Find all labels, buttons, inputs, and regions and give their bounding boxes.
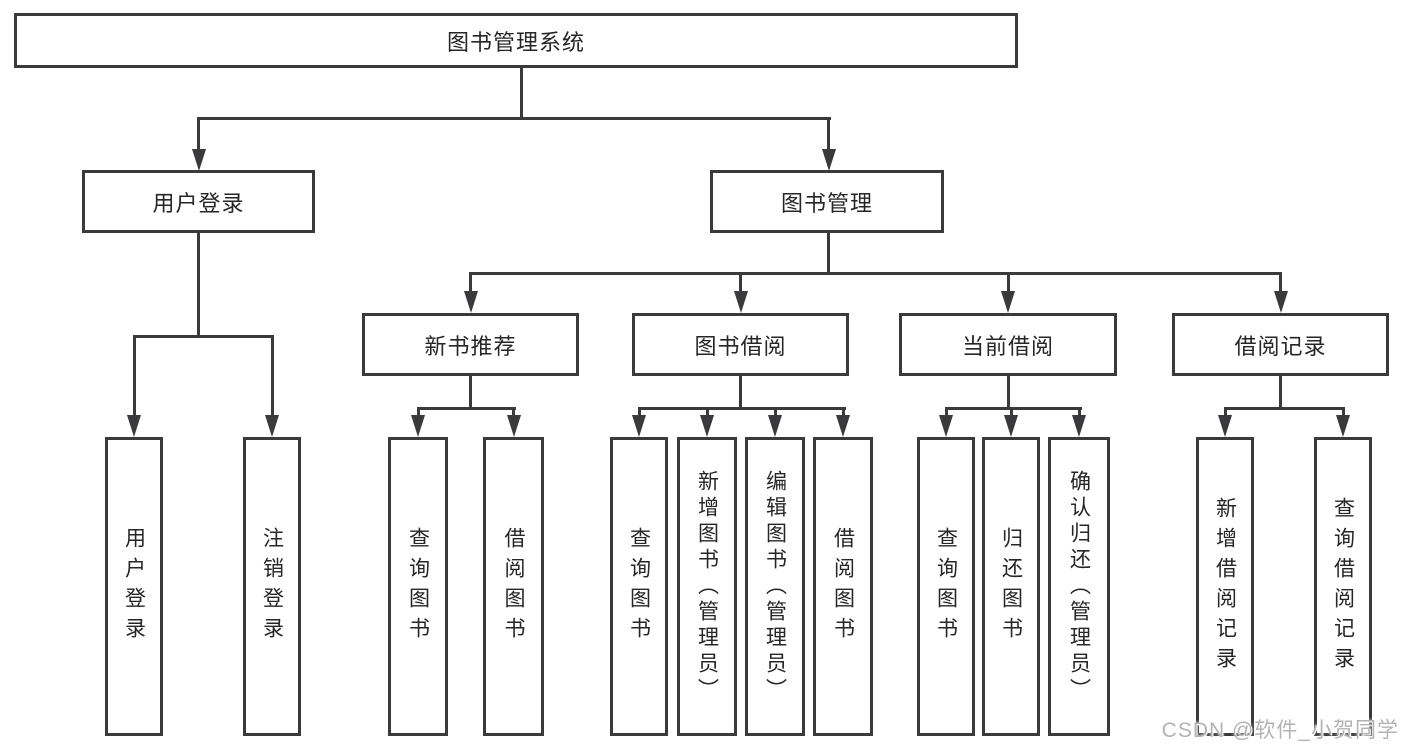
node-root: 图书管理系统 xyxy=(14,13,1018,68)
node-bb-query: 查询图书 xyxy=(610,437,668,736)
node-label: 新增图书（管理员） xyxy=(695,469,719,704)
connector-line xyxy=(1077,407,1081,417)
node-label: 借阅记录 xyxy=(1234,333,1327,359)
connector-line xyxy=(827,117,830,151)
connector-line xyxy=(773,407,777,417)
node-label: 查询图书 xyxy=(627,526,651,647)
node-label: 查询图书 xyxy=(934,526,958,647)
node-user-login-leaf: 用户登录 xyxy=(105,437,163,736)
arrow-down-icon xyxy=(768,415,782,437)
connector-line xyxy=(197,117,200,151)
node-label: 新书推荐 xyxy=(424,333,517,359)
arrow-down-icon xyxy=(127,415,141,437)
connector-line xyxy=(739,376,742,409)
node-label: 借阅图书 xyxy=(502,526,525,647)
connector-line xyxy=(1006,376,1010,409)
node-label: 确认归还（管理员） xyxy=(1067,469,1091,704)
connector-line xyxy=(1279,272,1282,295)
connector-line xyxy=(1009,407,1013,417)
node-label: 图书借阅 xyxy=(694,333,787,359)
node-label: 查询图书 xyxy=(406,526,430,647)
connector-line xyxy=(512,407,515,417)
arrow-down-icon xyxy=(265,415,279,437)
arrow-down-icon xyxy=(700,415,714,437)
node-label: 用户登录 xyxy=(152,190,245,216)
arrow-down-icon xyxy=(939,415,953,437)
node-new-book-rec: 新书推荐 xyxy=(362,313,579,376)
arrow-down-icon xyxy=(836,415,850,437)
node-cb-confirm: 确认归还（管理员） xyxy=(1048,437,1110,736)
connector-line xyxy=(132,335,136,417)
node-label: 图书管理 xyxy=(780,190,873,216)
node-label: 查询借阅记录 xyxy=(1331,496,1355,677)
node-label: 注销登录 xyxy=(260,526,284,647)
connector-line xyxy=(197,233,200,337)
node-bb-add: 新增图书（管理员） xyxy=(677,437,737,736)
connector-line xyxy=(469,272,472,295)
connector-line xyxy=(1223,407,1227,417)
connector-line xyxy=(739,272,742,295)
connector-line xyxy=(1341,407,1345,417)
connector-line xyxy=(416,407,420,417)
node-nb-query: 查询图书 xyxy=(388,437,448,736)
arrow-down-icon xyxy=(411,415,425,437)
arrow-down-icon xyxy=(733,291,748,313)
node-label: 用户登录 xyxy=(122,526,146,647)
arrow-down-icon xyxy=(191,149,206,171)
connector-line xyxy=(520,68,523,119)
connector-line xyxy=(469,376,472,409)
node-label: 借阅图书 xyxy=(831,526,855,647)
node-label: 图书管理系统 xyxy=(446,29,585,55)
node-bb-borrow: 借阅图书 xyxy=(813,437,873,736)
arrow-down-icon xyxy=(632,415,646,437)
node-bb-edit: 编辑图书（管理员） xyxy=(745,437,805,736)
connector-line xyxy=(841,407,845,417)
node-borrow-records: 借阅记录 xyxy=(1172,313,1389,376)
arrow-down-icon xyxy=(821,149,836,171)
node-current-borrow: 当前借阅 xyxy=(899,313,1117,376)
arrow-down-icon xyxy=(1273,291,1288,313)
node-label: 编辑图书（管理员） xyxy=(763,469,787,704)
csdn-watermark: CSDN @软件_小贺同学 xyxy=(1161,719,1399,742)
connector-line xyxy=(197,117,831,120)
node-book-mgmt: 图书管理 xyxy=(710,170,944,233)
connector-line xyxy=(944,407,948,417)
node-user-login: 用户登录 xyxy=(82,170,315,233)
node-br-query: 查询借阅记录 xyxy=(1314,437,1372,736)
connector-line xyxy=(1279,376,1282,409)
connector-line xyxy=(705,407,709,417)
node-cb-query: 查询图书 xyxy=(917,437,975,736)
arrow-down-icon xyxy=(1004,415,1018,437)
node-cb-return: 归还图书 xyxy=(982,437,1040,736)
node-label: 归还图书 xyxy=(999,526,1023,647)
node-nb-borrow: 借阅图书 xyxy=(483,437,544,736)
connector-line xyxy=(827,233,830,274)
arrow-down-icon xyxy=(1218,415,1232,437)
arrow-down-icon xyxy=(506,415,521,437)
arrow-down-icon xyxy=(1336,415,1350,437)
connector-line xyxy=(416,407,516,410)
arrow-down-icon xyxy=(1001,291,1015,313)
connector-line xyxy=(469,272,1282,275)
connector-line xyxy=(1223,407,1345,410)
connector-line xyxy=(270,335,274,417)
node-label: 当前借阅 xyxy=(961,333,1054,359)
arrow-down-icon xyxy=(463,291,478,313)
connector-line xyxy=(1006,272,1010,295)
node-logout-leaf: 注销登录 xyxy=(243,437,301,736)
connector-line xyxy=(944,407,1082,410)
connector-line xyxy=(637,407,846,410)
connector-line xyxy=(637,407,641,417)
connector-line xyxy=(132,335,274,338)
node-label: 新增借阅记录 xyxy=(1213,496,1237,677)
node-br-add: 新增借阅记录 xyxy=(1196,437,1254,736)
arrow-down-icon xyxy=(1072,415,1086,437)
node-book-borrow: 图书借阅 xyxy=(632,313,849,376)
